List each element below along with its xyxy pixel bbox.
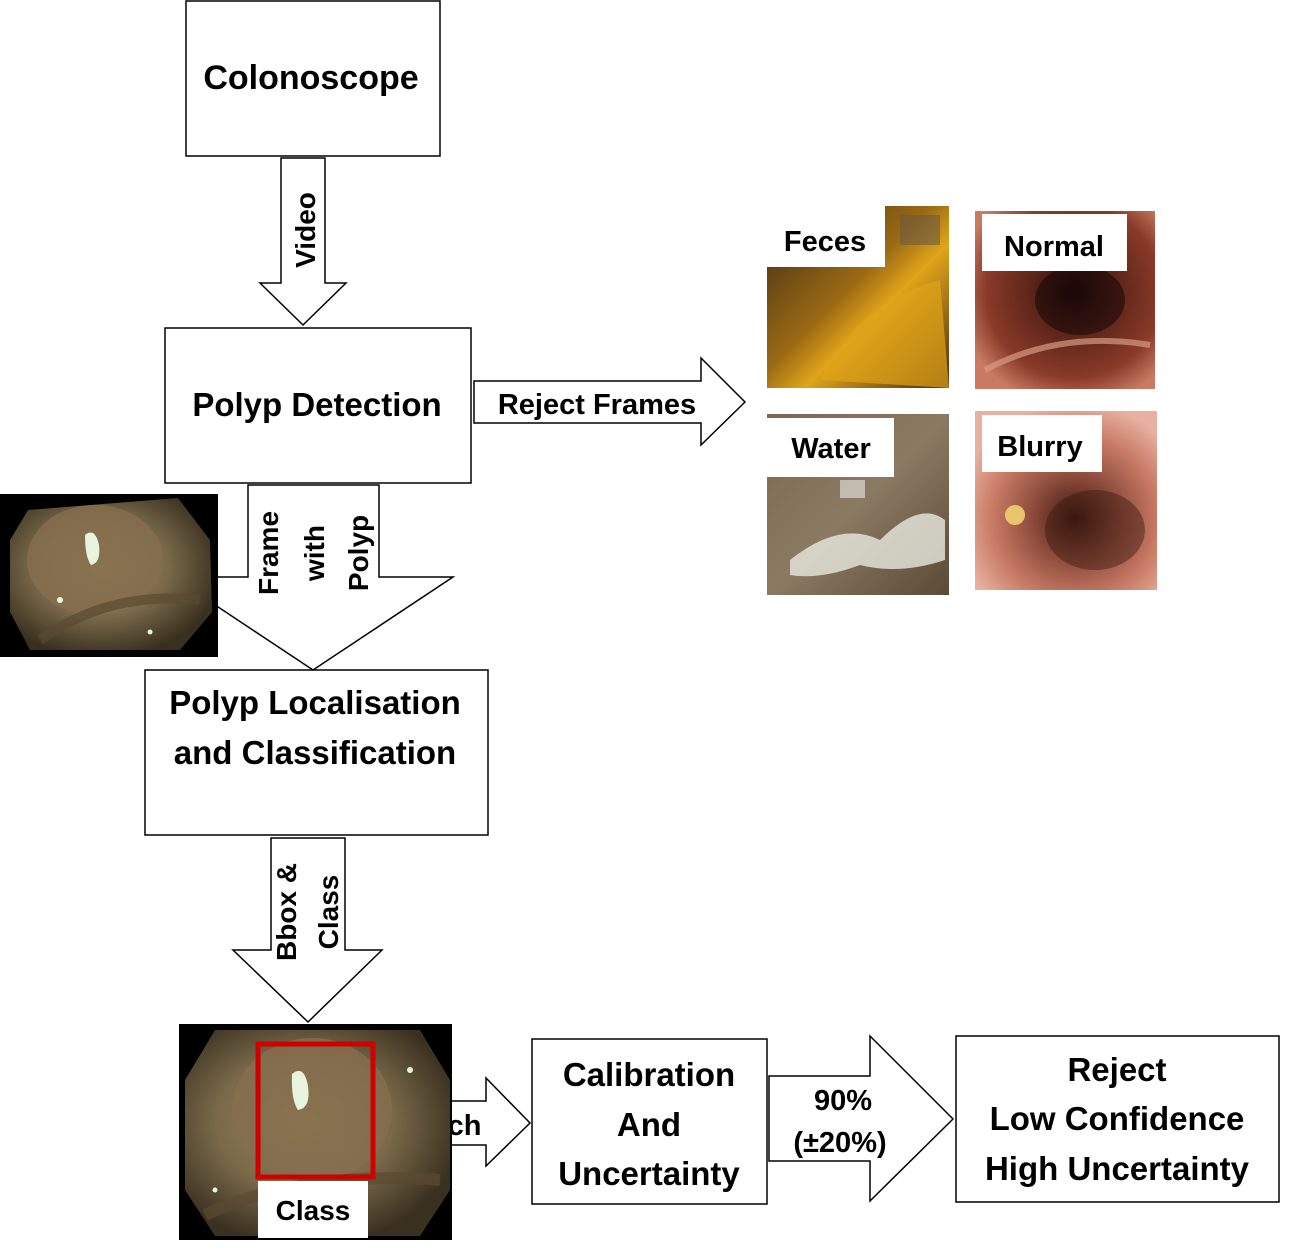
normal-label: Normal [1004,231,1104,263]
feces-label-bg [767,206,885,267]
blurry-label: Blurry [997,431,1082,463]
bounding-box [255,1041,376,1180]
threshold-arrow: 90% (±20%) [768,1034,955,1203]
polyp-frame-image [0,494,218,657]
localisation-classification-box: Polyp Localisation and Classification [144,669,489,836]
normal-frame: Normal [975,211,1155,389]
reject-label-line2: Low Confidence [990,1100,1245,1137]
blurry-label-bg [982,415,1102,472]
water-label: Water [791,433,871,465]
calibration-label-line1: Calibration [563,1056,735,1093]
reject-frames-arrow-label: Reject Frames [498,389,696,421]
calibration-uncertainty-box: Calibration And Uncertainty [531,1038,768,1205]
polyp-detection-label: Polyp Detection [192,386,441,423]
colonoscope-label: Colonoscope [203,59,418,97]
calibration-label-line3: Uncertainty [558,1155,740,1192]
reject-label-line1: Reject [1067,1051,1166,1088]
reject-box: Reject Low Confidence High Uncertainty [955,1035,1280,1203]
reject-label-line3: High Uncertainty [985,1150,1250,1187]
frame-with-polyp-label-line2: with [299,525,330,582]
frame-with-polyp-arrow: Frame with Polyp [170,484,456,671]
reject-frames-arrow: Reject Frames [473,356,747,447]
water-frame: Water [767,414,949,595]
localisation-label-line2: and Classification [174,734,456,771]
frame-with-polyp-label-line3: Polyp [343,515,374,591]
bbox-class-arrow: Bbox & Class [231,837,384,1024]
colonoscope-box: Colonoscope [185,0,441,157]
localisation-label-line1: Polyp Localisation [169,684,461,721]
feces-frame: Feces [767,206,949,388]
frame-with-polyp-label-line1: Frame [253,511,284,595]
class-label-bg [258,1181,368,1238]
normal-label-bg [982,214,1127,271]
feces-label: Feces [784,226,866,258]
calibration-label-line2: And [617,1106,681,1143]
bbox-frame-image: Class [179,1024,452,1240]
polyp-detection-box: Polyp Detection [164,327,472,484]
video-arrow-label: Video [290,192,321,268]
threshold-label-line1: 90% [814,1085,872,1117]
class-label: Class [276,1195,351,1226]
threshold-label-line2: (±20%) [793,1127,886,1159]
water-label-bg [767,418,894,477]
bbox-class-label-line1: Bbox & [271,863,302,961]
video-arrow: Video [258,157,348,327]
bbox-class-label-line2: Class [313,875,344,950]
blurry-frame: Blurry [975,411,1157,590]
